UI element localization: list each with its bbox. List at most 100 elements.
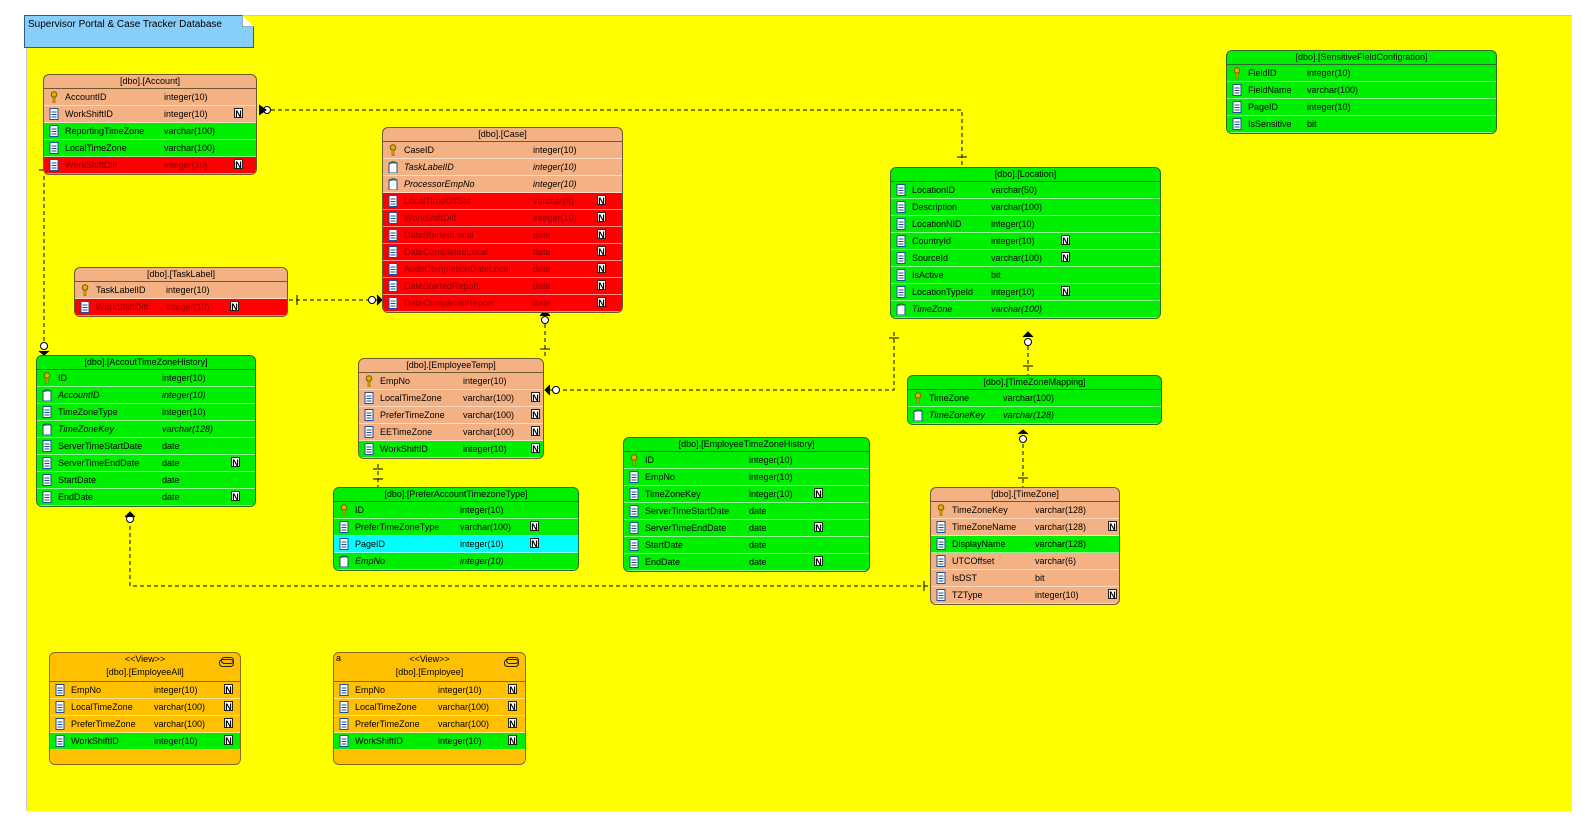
column-type: varchar(100) [991,253,1043,263]
nullable-badge: N [814,488,823,499]
column-name: StartDate [58,475,97,485]
column-icon [364,392,374,404]
rel-location-emptemp [546,332,895,391]
note-fold-corner [242,15,254,27]
table-title: [dbo].[AccoutTimeZoneHistory] [37,356,255,370]
column-icon [55,735,65,747]
column-type: varchar(128) [1035,522,1087,532]
column-icon [55,701,65,713]
diagram-title-note[interactable]: Supervisor Portal & Case Tracker Databas… [24,15,254,48]
nullable-badge: N [508,735,517,746]
column-type: varchar(128) [1003,410,1055,420]
nullable-badge: N [224,684,233,695]
column-name: TaskLabelID [96,285,146,295]
table-sensitive-field-configration[interactable]: [dbo].[SensitiveFieldConfigration]FieldI… [1226,50,1497,134]
column-type: integer(10) [533,145,577,155]
column-name: StartDate [645,540,684,550]
column-name: WorkShiftDiff [404,213,457,223]
